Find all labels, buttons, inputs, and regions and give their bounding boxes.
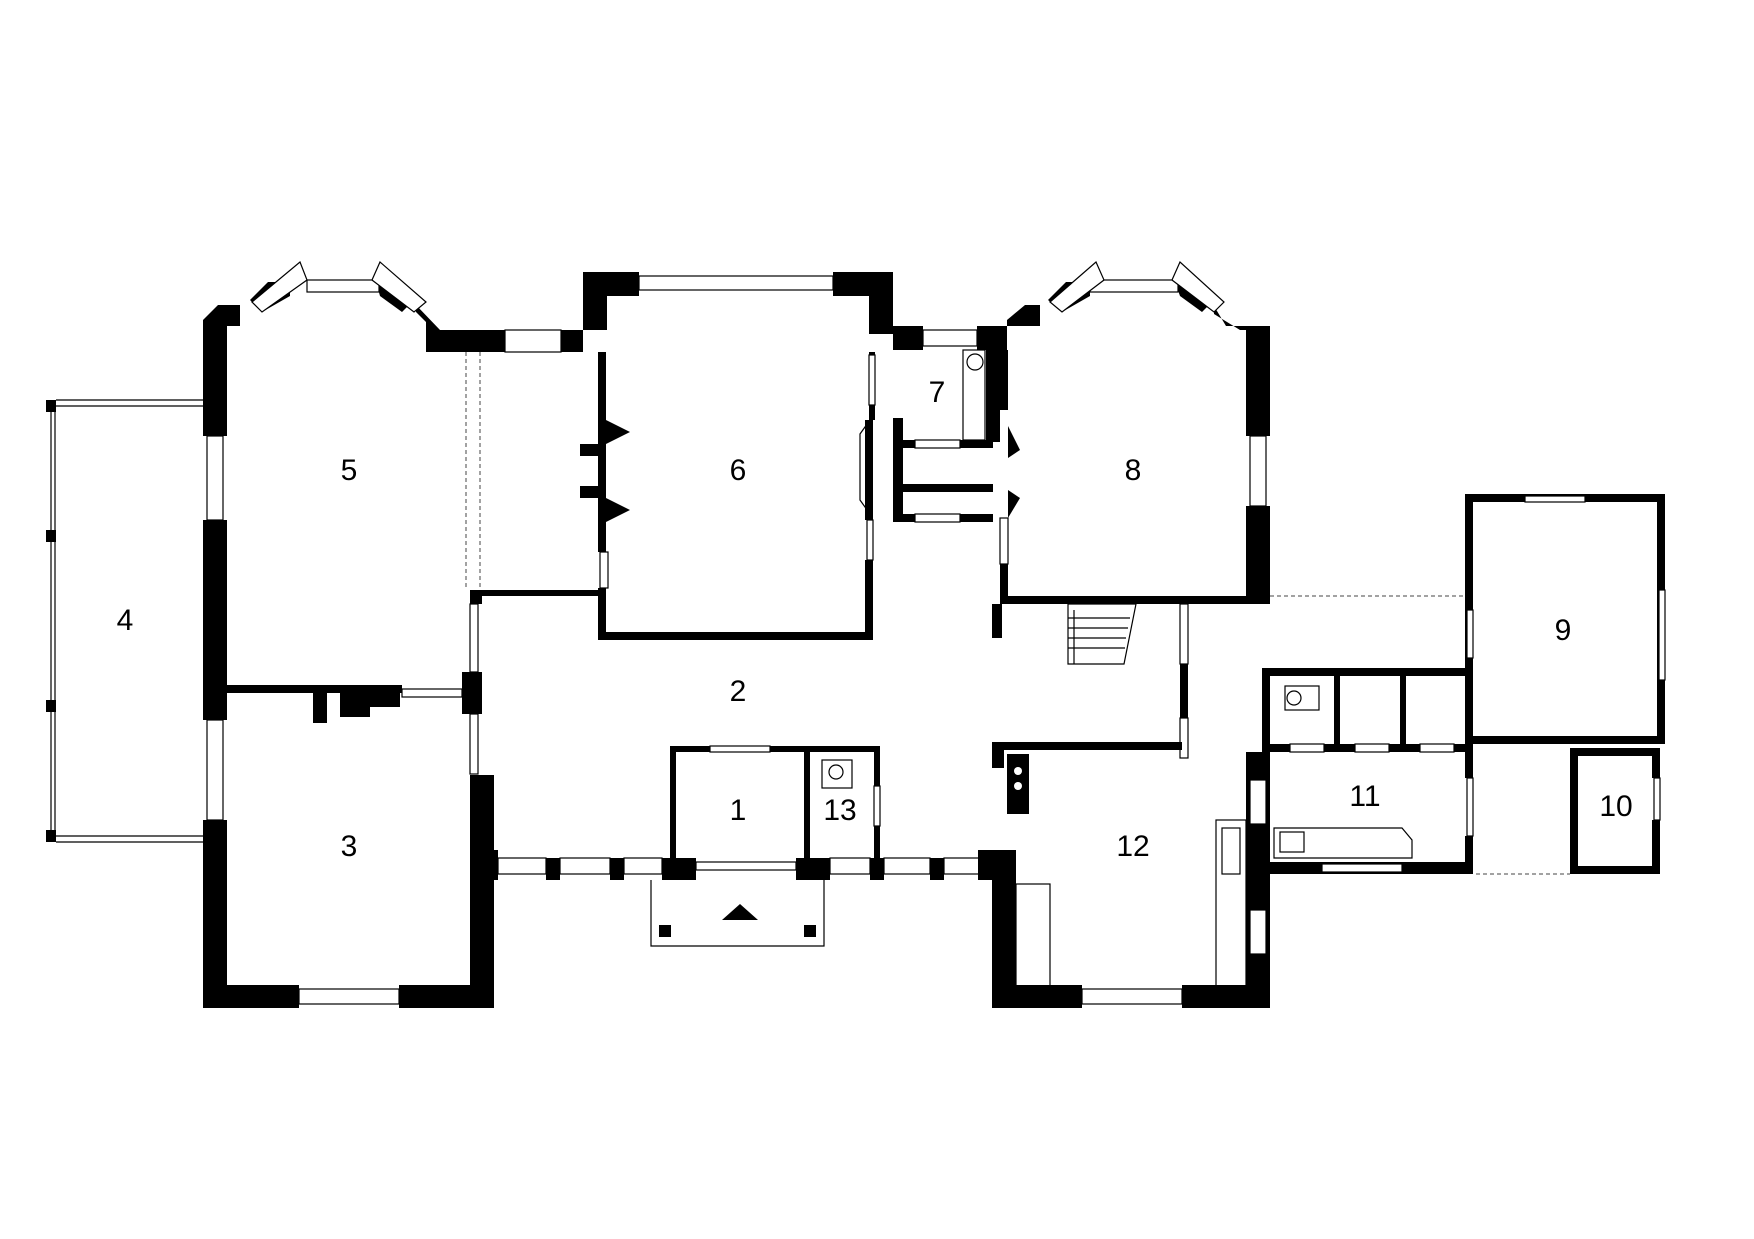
porch-4 [46,399,203,843]
rooms-9-10-walls [1465,494,1666,875]
stair-corridor [1000,595,1470,759]
room-labels: 1 2 3 4 5 6 7 8 9 10 11 12 13 [117,376,1633,863]
left-wing-walls [203,261,598,1008]
room-label-10: 10 [1599,790,1632,823]
room-label-6: 6 [730,454,747,487]
room-label-9: 9 [1555,614,1572,647]
room-label-5: 5 [341,454,358,487]
room-label-2: 2 [730,675,747,708]
room-label-3: 3 [341,830,358,863]
room-7-walls [893,349,1000,523]
room-label-12: 12 [1116,830,1149,863]
room-label-13: 13 [823,794,856,827]
room-12-walls [992,742,1270,1008]
room-label-4: 4 [117,604,134,637]
room-11-walls [1262,668,1474,874]
entry-walls [470,745,1006,947]
room-label-11: 11 [1349,780,1380,813]
room-label-8: 8 [1125,454,1142,487]
room-8-walls [992,260,1270,638]
central-walls [580,272,1007,640]
room-label-1: 1 [730,794,747,827]
room-label-7: 7 [929,376,946,409]
